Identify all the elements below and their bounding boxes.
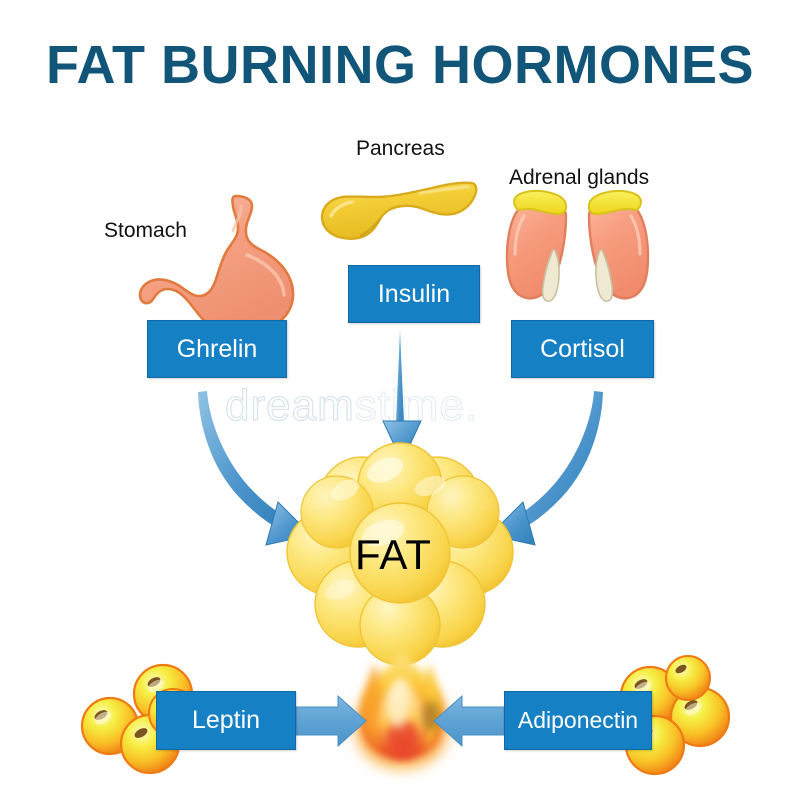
organ-label-adrenal-glands: Adrenal glands — [509, 166, 650, 189]
adrenal-glands-illustration — [505, 189, 650, 302]
hormone-label-ghrelin: Ghrelin — [176, 334, 258, 363]
stomach-illustration — [138, 194, 295, 336]
hormone-label-adiponectin: Adiponectin — [517, 707, 639, 733]
hormone-box-ghrelin[interactable]: Ghrelin — [147, 320, 287, 378]
hormone-box-cortisol[interactable]: Cortisol — [511, 320, 654, 378]
fat-cell-cluster — [286, 442, 514, 666]
organ-label-pancreas: Pancreas — [356, 137, 445, 160]
hormone-box-adiponectin[interactable]: Adiponectin — [504, 691, 652, 750]
arrow-ghrelin-to-fat — [198, 391, 312, 546]
arrow-insulin-to-fat — [382, 330, 422, 464]
hormone-label-leptin: Leptin — [191, 706, 261, 734]
flame-illustration — [348, 652, 456, 770]
pancreas-illustration — [320, 181, 478, 240]
page-title: FAT BURNING HORMONES — [46, 35, 754, 95]
arrow-leptin-to-flame — [295, 694, 367, 748]
arrow-adiponectin-to-flame — [433, 694, 505, 748]
organ-label-stomach: Stomach — [104, 219, 187, 242]
hormone-label-insulin: Insulin — [377, 279, 451, 308]
hormone-label-cortisol: Cortisol — [540, 334, 625, 363]
hormone-box-insulin[interactable]: Insulin — [348, 265, 480, 323]
arrow-cortisol-to-fat — [489, 391, 603, 546]
hormone-box-leptin[interactable]: Leptin — [156, 691, 296, 750]
